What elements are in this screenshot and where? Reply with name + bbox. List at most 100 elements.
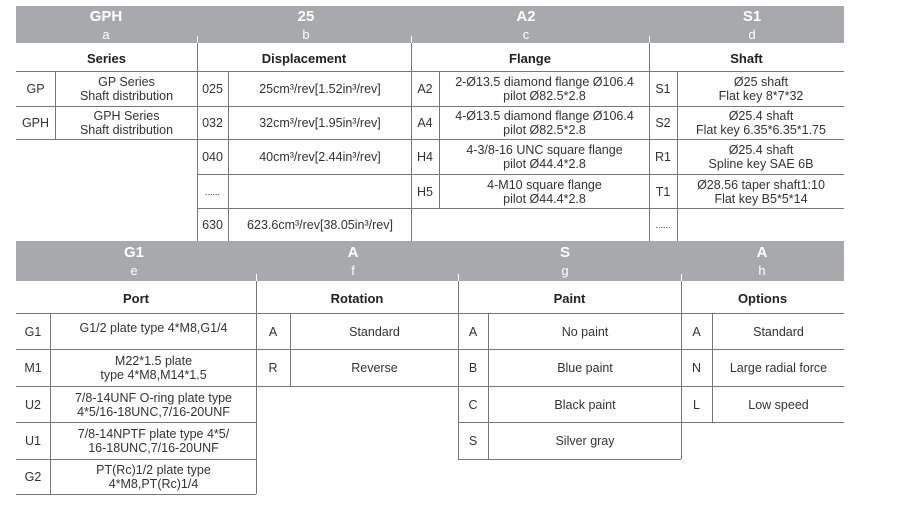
displacement-row-code: 630	[202, 218, 223, 232]
row-rule	[458, 422, 681, 423]
code-divider	[677, 71, 678, 241]
paint-row-value: Silver gray	[555, 434, 615, 448]
port-row-code: G2	[24, 470, 42, 484]
shaft-row-line2: Flat key 6.35*6.35*1.75	[696, 123, 826, 137]
row-rule	[16, 106, 197, 107]
flange-letter: c	[522, 27, 530, 42]
rotation-row-code: R	[268, 361, 278, 375]
options-row-code: N	[691, 361, 702, 375]
flange-row-line2: pilot Ø44.4*2.8	[503, 157, 586, 171]
row-rule	[649, 208, 844, 209]
flange-header: Flange	[509, 51, 551, 66]
code-divider	[55, 71, 56, 139]
series-letter: a	[102, 27, 110, 42]
displacement-row-code: 032	[202, 116, 223, 130]
series-row-desc-line2: Shaft distribution	[79, 123, 174, 137]
rotation-letter: f	[351, 263, 355, 278]
header-rule	[16, 313, 844, 314]
rotation-row-value: Reverse	[351, 361, 398, 375]
port-row-line2: 4*5/16-18UNC,7/16-20UNF	[77, 404, 230, 419]
divider	[649, 43, 650, 241]
displacement-letter: b	[302, 27, 310, 42]
row-rule	[16, 459, 256, 460]
shaft-row-code: ......	[655, 220, 671, 230]
paint-header: Paint	[553, 291, 586, 306]
bottom-code-band: G1 e A f S g A h	[16, 241, 844, 281]
displacement-row-code: 040	[202, 150, 223, 164]
row-rule	[681, 386, 844, 387]
row-rule	[16, 349, 256, 350]
flange-row-line1: 4-M10 square flange	[487, 177, 602, 192]
shaft-letter: d	[748, 27, 756, 42]
shaft-row-desc: Ø25 shaft Flat key 8*7*32	[678, 72, 844, 106]
divider	[458, 281, 459, 459]
shaft-row-code: S1	[655, 82, 671, 96]
row-rule	[16, 494, 256, 495]
paint-row-value: Blue paint	[557, 361, 613, 375]
paint-row-code: B	[468, 361, 478, 375]
band-divider	[411, 36, 412, 43]
port-row-desc: 7/8-14UNF O-ring plate type 4*5/16-18UNC…	[51, 387, 256, 422]
options-header: Options	[737, 291, 788, 306]
shaft-row-line2: Spline key SAE 6B	[708, 157, 814, 171]
code-divider	[50, 313, 51, 494]
row-rule	[649, 139, 844, 140]
rotation-header: Rotation	[330, 291, 384, 306]
port-code: G1	[123, 244, 144, 261]
port-row-line1: M22*1.5 plate	[114, 354, 193, 368]
paint-letter: g	[561, 263, 569, 278]
port-row-line2: 16-18UNC,7/16-20UNF	[88, 441, 219, 455]
flange-row-code: A2	[417, 82, 433, 96]
row-rule	[458, 386, 681, 387]
code-divider	[712, 313, 713, 422]
port-row-line1: PT(Rc)1/2 plate type	[96, 463, 211, 477]
divider	[681, 281, 682, 459]
displacement-header: Displacement	[261, 51, 347, 66]
shaft-code: S1	[742, 8, 762, 25]
flange-row-line1: 4-Ø13.5 diamond flange Ø106.4	[455, 109, 634, 123]
row-rule	[197, 208, 411, 209]
shaft-row-line1: Ø25 shaft	[733, 75, 789, 89]
row-rule	[197, 106, 411, 107]
displacement-row-value: 25cm³/rev[1.52in³/rev]	[259, 82, 381, 96]
options-row-code: A	[692, 324, 701, 339]
series-row-desc-line1: GP Series	[98, 75, 155, 89]
flange-row-desc: 4-Ø13.5 diamond flange Ø106.4 pilot Ø82.…	[440, 107, 649, 139]
row-rule	[411, 208, 649, 209]
displacement-row-code: 025	[202, 82, 223, 96]
code-divider	[488, 313, 489, 459]
shaft-row-line2: Flat key B5*5*14	[714, 191, 808, 206]
paint-row-code: C	[468, 397, 478, 412]
options-code: A	[756, 244, 768, 261]
flange-code: A2	[516, 8, 536, 25]
flange-row-line1: 2-Ø13.5 diamond flange Ø106.4	[455, 75, 634, 89]
code-divider	[290, 313, 291, 386]
series-row-code: GP	[26, 82, 45, 96]
row-rule	[197, 174, 411, 175]
flange-row-desc: 4-3/8-16 UNC square flange pilot Ø44.4*2…	[440, 140, 649, 174]
row-rule	[256, 386, 458, 387]
port-row-code: U1	[25, 434, 41, 448]
series-row-desc-line1: GPH Series	[93, 109, 160, 123]
series-row-desc-line2: Shaft distribution	[79, 89, 174, 103]
displacement-row-code: ......	[204, 186, 220, 197]
port-letter: e	[130, 263, 138, 278]
shaft-row-code: R1	[655, 150, 671, 164]
band-divider	[197, 36, 198, 43]
row-rule	[681, 422, 844, 423]
header-rule	[16, 71, 844, 72]
paint-row-value: Black paint	[554, 397, 616, 412]
code-divider	[439, 71, 440, 208]
row-rule	[411, 106, 649, 107]
options-row-value: Large radial force	[729, 361, 828, 375]
divider	[411, 43, 412, 241]
row-rule	[649, 174, 844, 175]
shaft-row-desc: Ø25.4 shaft Spline key SAE 6B	[678, 140, 844, 174]
paint-row-value: No paint	[561, 324, 609, 339]
port-row-line1: 7/8-14NPTF plate type 4*5/	[77, 427, 230, 441]
shaft-row-desc: Ø25.4 shaft Flat key 6.35*6.35*1.75	[678, 107, 844, 139]
port-header: Port	[123, 291, 149, 306]
rotation-row-value: Standard	[349, 324, 400, 339]
port-row-line2: 4*M8,PT(Rc)1/4	[108, 477, 199, 491]
options-row-value: Standard	[753, 324, 804, 339]
